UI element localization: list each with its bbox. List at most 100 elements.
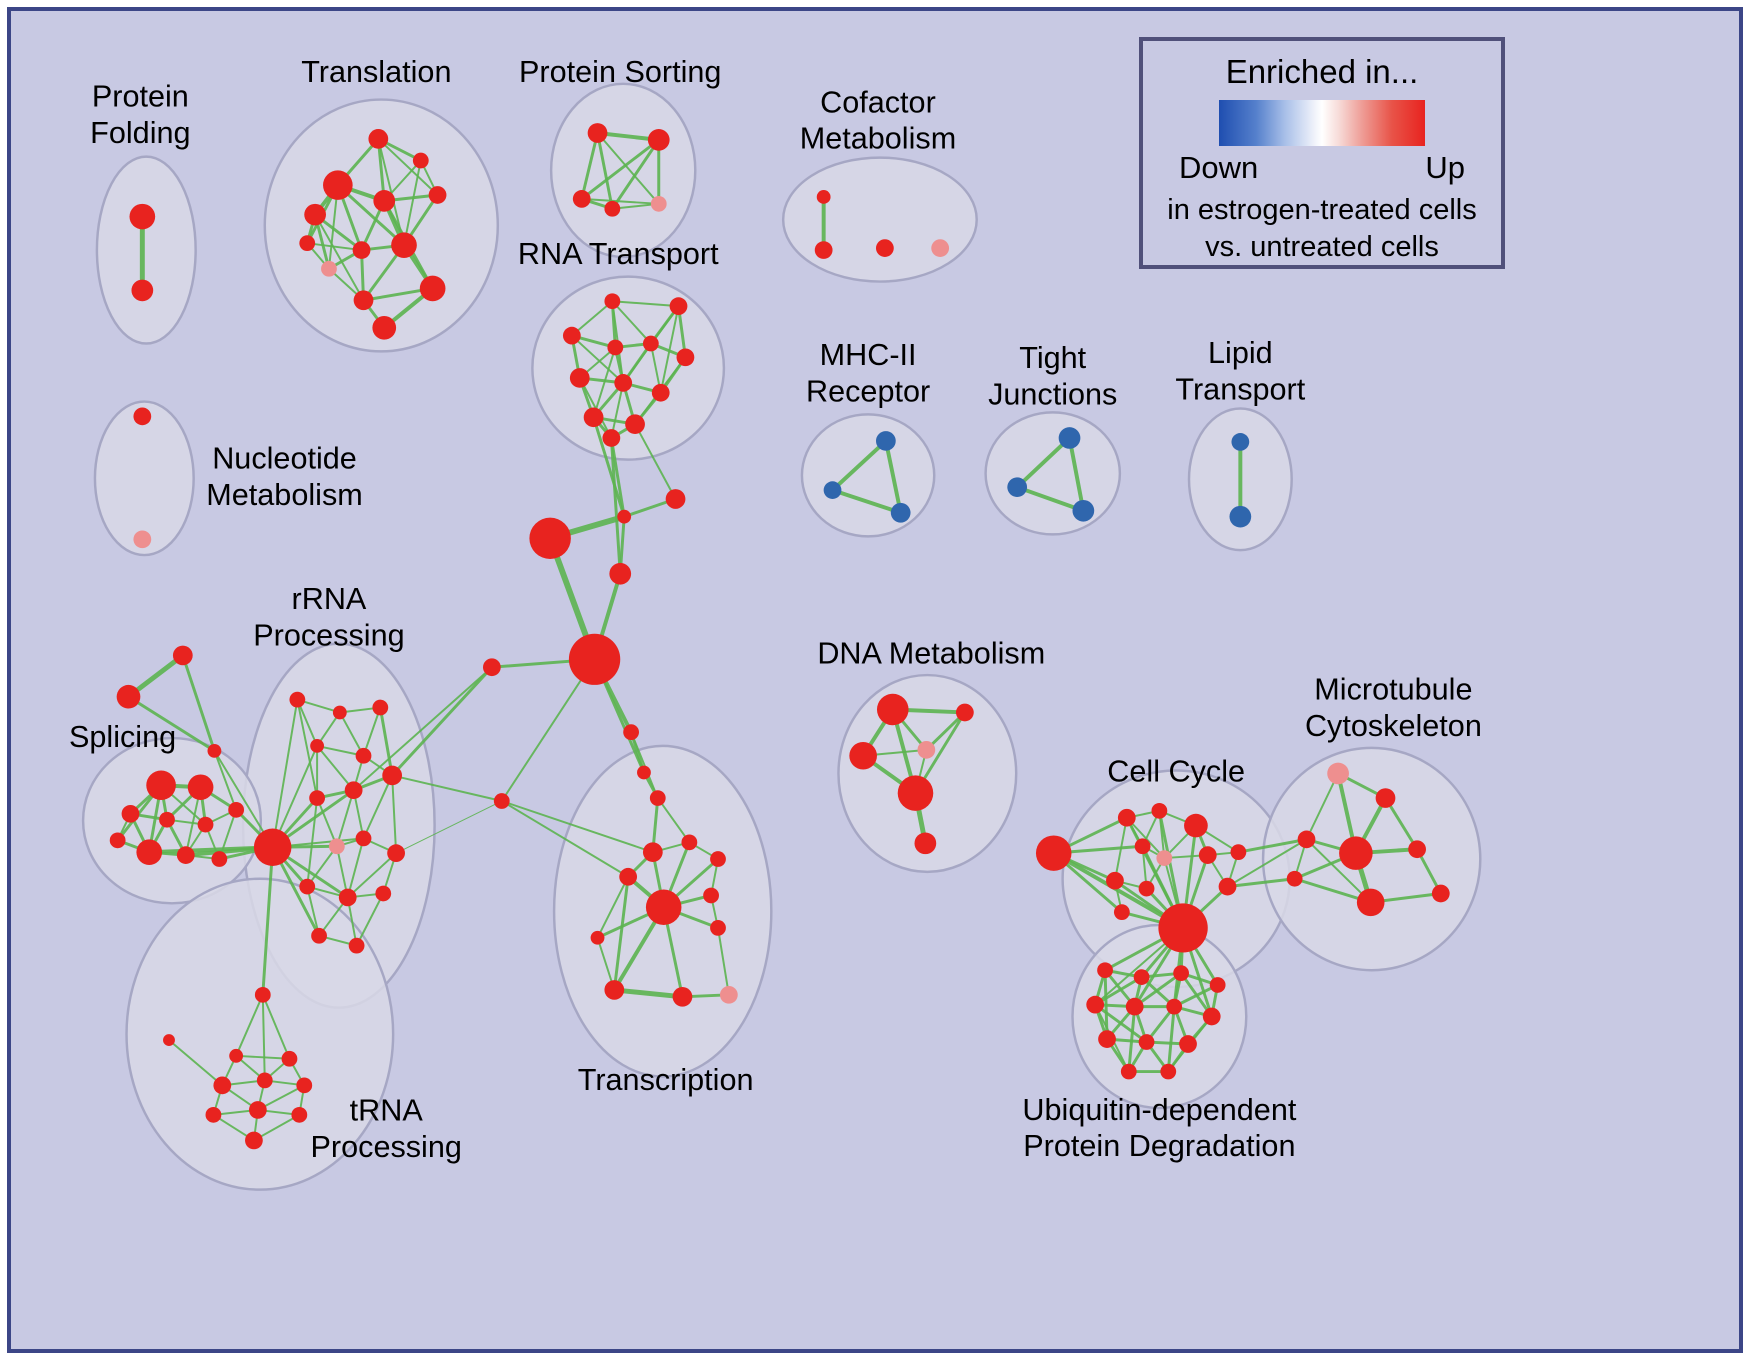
network-node-75 <box>207 743 222 758</box>
network-node-104 <box>163 1034 175 1046</box>
network-edge <box>306 885 321 937</box>
network-node-42 <box>1007 477 1028 498</box>
network-edge <box>1226 838 1308 888</box>
network-edge <box>181 653 216 753</box>
network-node-135 <box>1097 962 1113 979</box>
network-edge <box>592 346 617 419</box>
network-node-73 <box>172 645 193 666</box>
layer-nodes <box>109 123 1450 1150</box>
network-edge <box>306 242 363 252</box>
network-node-142 <box>1202 1007 1221 1026</box>
network-node-79 <box>159 811 175 828</box>
network-node-16 <box>647 129 670 151</box>
network-node-5 <box>373 190 396 212</box>
network-node-33 <box>583 407 604 428</box>
network-edge <box>924 710 967 752</box>
network-node-89 <box>372 699 389 716</box>
network-node-25 <box>669 297 688 316</box>
network-edge <box>1051 851 1186 930</box>
network-edge <box>580 197 660 205</box>
cluster-nucleotide-metabolism <box>93 400 195 557</box>
network-node-126 <box>1158 903 1208 953</box>
network-node-21 <box>814 241 833 259</box>
network-node-59 <box>619 867 638 886</box>
network-edge <box>355 892 385 947</box>
legend: Enriched in... Down Up in estrogen-treat… <box>1139 37 1505 269</box>
network-edge <box>261 993 291 1060</box>
network-node-41 <box>1058 427 1081 449</box>
network-edge <box>127 695 216 753</box>
network-node-123 <box>1138 880 1155 897</box>
network-edge <box>596 132 660 205</box>
cluster-label-protein-sorting: Protein Sorting <box>519 55 721 89</box>
network-node-72 <box>914 832 937 855</box>
network-node-52 <box>493 793 510 809</box>
network-node-115 <box>1117 808 1136 827</box>
network-edge <box>306 797 319 888</box>
legend-endpoint-labels: Down Up <box>1179 150 1465 186</box>
network-edge <box>596 131 614 211</box>
network-node-76 <box>146 770 176 801</box>
network-node-15 <box>587 123 608 143</box>
network-edge <box>1093 975 1144 1007</box>
network-node-20 <box>816 190 831 204</box>
network-node-44 <box>1231 433 1250 451</box>
network-node-147 <box>1160 1063 1177 1080</box>
network-edge <box>316 744 355 792</box>
network-edge <box>391 774 503 802</box>
network-node-48 <box>529 517 571 559</box>
network-edge <box>271 698 299 849</box>
network-node-24 <box>604 293 621 310</box>
network-node-92 <box>309 790 326 806</box>
cluster-label-splicing: Splicing <box>69 720 176 754</box>
network-edge <box>830 488 903 515</box>
network-node-69 <box>849 741 877 770</box>
network-node-34 <box>625 414 645 435</box>
network-node-136 <box>1133 969 1150 985</box>
network-node-112 <box>291 1106 308 1123</box>
network-node-110 <box>205 1106 222 1123</box>
network-node-96 <box>355 830 372 847</box>
network-edge <box>1226 877 1297 889</box>
network-node-14 <box>412 152 429 169</box>
network-node-81 <box>228 801 245 818</box>
network-edge <box>1067 436 1086 513</box>
network-edge <box>377 137 439 196</box>
network-node-95 <box>328 838 345 855</box>
network-edge <box>335 789 355 848</box>
network-node-107 <box>213 1076 232 1095</box>
network-node-143 <box>1098 1030 1116 1048</box>
cluster-label-cell-cycle: Cell Cycle <box>1107 754 1245 788</box>
network-node-23 <box>931 239 950 257</box>
network-edge <box>352 666 493 792</box>
network-node-43 <box>1072 499 1095 522</box>
network-edge <box>883 438 903 515</box>
network-edge <box>592 415 626 519</box>
network-edge <box>168 1039 224 1087</box>
network-node-67 <box>876 693 909 726</box>
network-edge <box>611 987 685 1000</box>
network-node-7 <box>299 235 316 252</box>
cluster-microtubule-cytoskeleton <box>1261 746 1482 972</box>
network-node-144 <box>1138 1034 1155 1050</box>
network-node-131 <box>1408 840 1426 859</box>
network-node-9 <box>391 232 417 258</box>
network-edge <box>1384 796 1419 851</box>
network-node-138 <box>1209 977 1226 993</box>
network-node-55 <box>649 790 666 806</box>
network-node-83 <box>136 839 163 865</box>
network-node-128 <box>1375 788 1396 808</box>
network-node-68 <box>955 703 974 722</box>
network-node-40 <box>890 502 911 523</box>
network-edge <box>612 875 630 992</box>
network-node-111 <box>248 1101 267 1119</box>
cluster-cofactor-metabolism <box>781 156 978 283</box>
network-node-88 <box>332 705 347 720</box>
network-node-74 <box>116 684 141 709</box>
legend-down-label: Down <box>1179 150 1259 185</box>
network-node-46 <box>665 489 686 509</box>
network-node-105 <box>229 1048 244 1063</box>
network-edge <box>656 797 691 844</box>
